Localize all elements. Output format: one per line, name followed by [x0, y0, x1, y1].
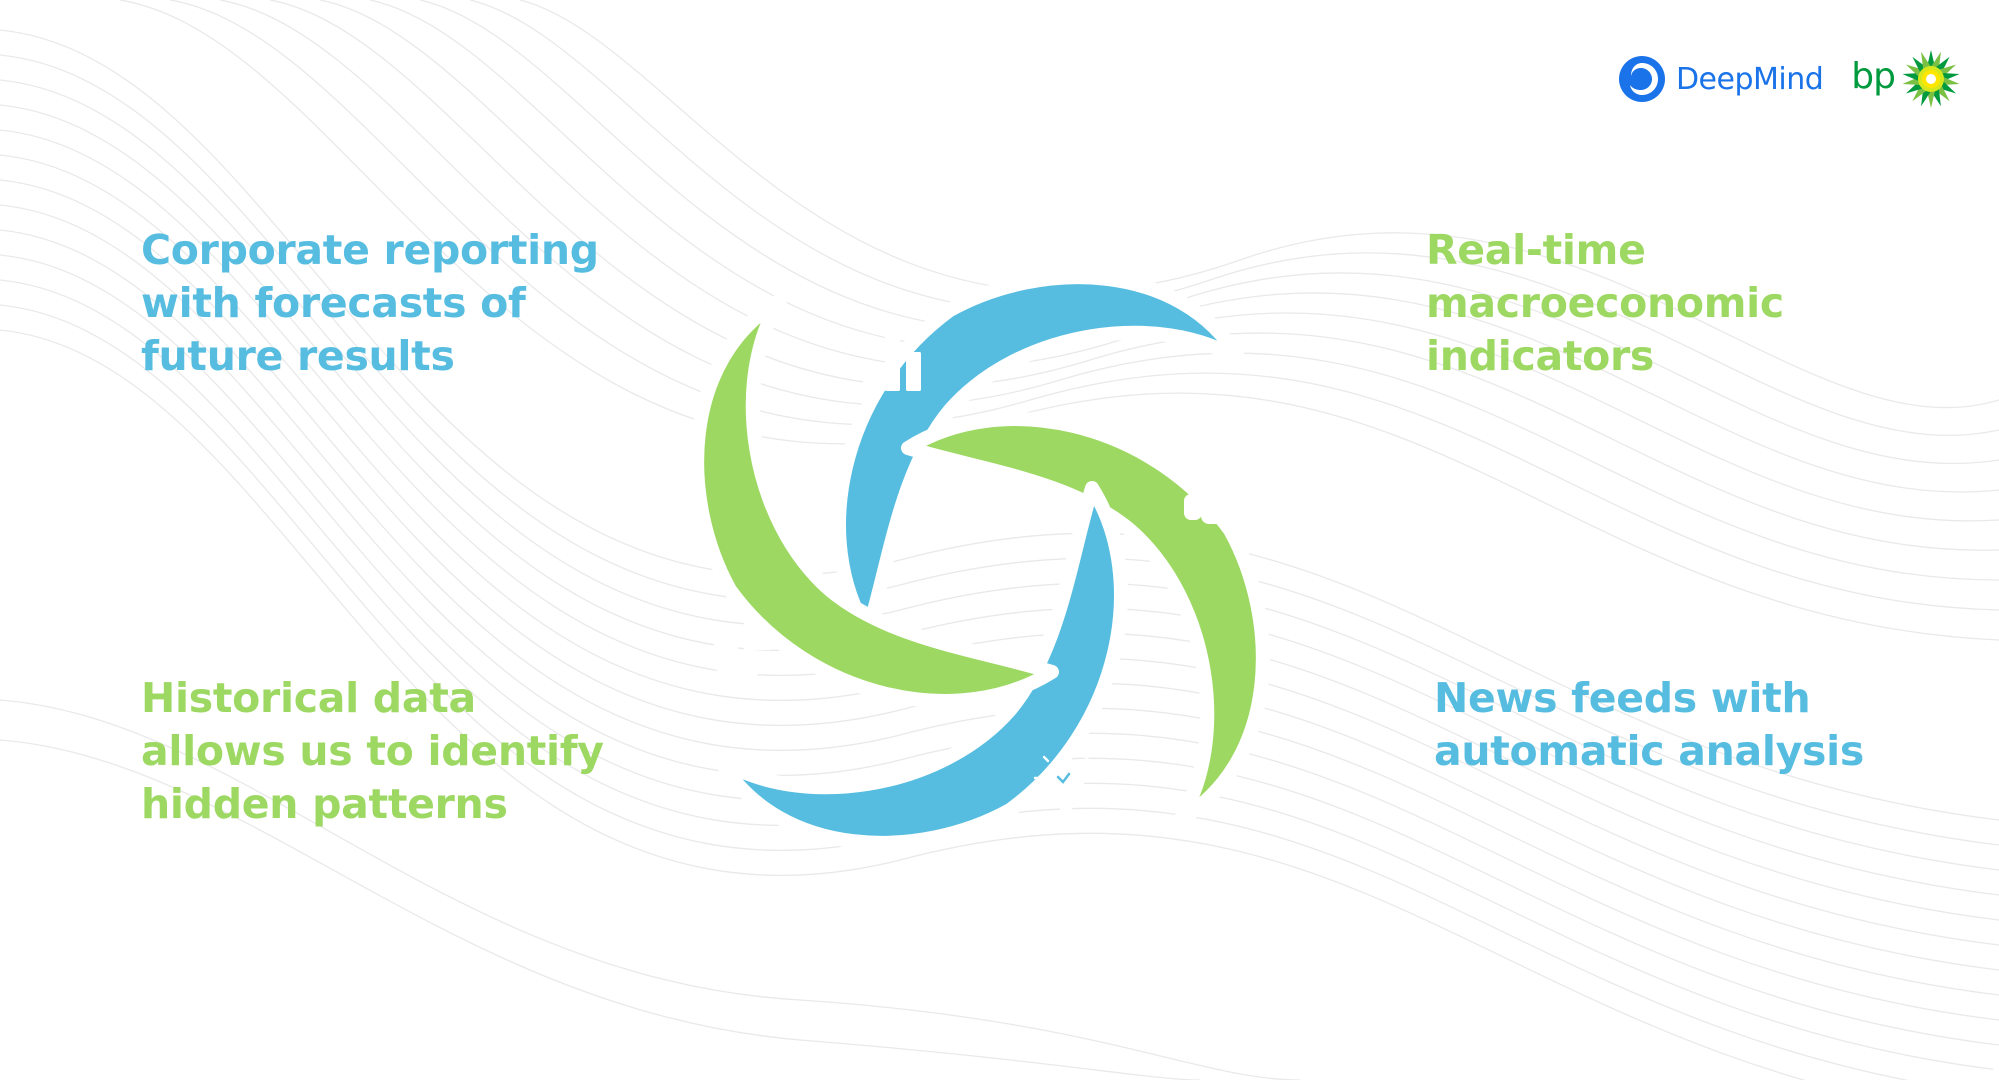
swirl-diagram: [690, 270, 1270, 850]
caption-corporate-reporting: Corporate reporting with forecasts of fu…: [141, 226, 599, 380]
logo-bar: DeepMind bp: [1618, 44, 1961, 114]
caption-news-feeds: News feeds with automatic analysis: [1434, 674, 1865, 775]
bp-logo: bp: [1851, 49, 1961, 109]
bp-helios-icon: [1902, 50, 1960, 108]
people-icon: [1184, 471, 1240, 524]
lightbulb-icon: [1033, 746, 1099, 812]
deepmind-swirl-icon: [1618, 56, 1665, 102]
deepmind-wordmark: DeepMind: [1675, 61, 1824, 97]
caption-historical-data: Historical data allows us to identify hi…: [141, 674, 604, 828]
caption-macroeconomic-indicators: Real-time macroeconomic indicators: [1426, 226, 1784, 380]
pie-chart-icon: [712, 623, 771, 682]
bp-wordmark: bp: [1851, 55, 1896, 97]
deepmind-logo: DeepMind: [1618, 55, 1824, 103]
petal-left: [690, 293, 1059, 708]
bar-chart-icon: [863, 334, 921, 391]
